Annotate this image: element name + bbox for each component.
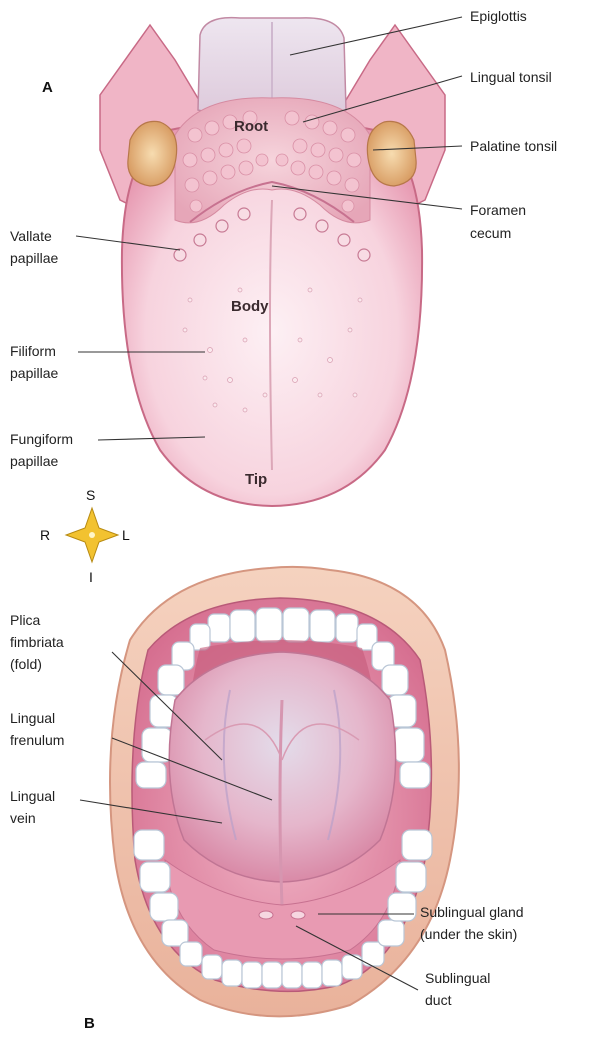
plica-fimbriata-label-line2: fimbriata [10, 634, 64, 650]
panel-label-b: B [84, 1015, 95, 1032]
lingual-vein-label-line2: vein [10, 810, 36, 826]
compass-right: R [40, 527, 50, 543]
vallate-papillae-label-line1: Vallate [10, 228, 52, 244]
root-label: Root [234, 118, 268, 135]
sublingual-gland-label-line1: Sublingual gland [420, 904, 524, 920]
orientation-compass [66, 508, 118, 562]
sublingual-duct-label-line1: Sublingual [425, 970, 490, 986]
panel-b-illustration [110, 567, 459, 1016]
plica-fimbriata-label-line3: (fold) [10, 656, 42, 672]
lingual-vein-label-line1: Lingual [10, 788, 55, 804]
palatine-tonsil-label: Palatine tonsil [470, 138, 557, 154]
panel-a-illustration [100, 18, 445, 506]
lingual-tonsil-label: Lingual tonsil [470, 69, 552, 85]
left-palatine-tonsil [128, 121, 177, 186]
compass-inferior: I [89, 569, 93, 585]
foramen-cecum-label-line2: cecum [470, 225, 511, 241]
tip-label: Tip [245, 471, 267, 488]
sublingual-gland-label-line2: (under the skin) [420, 926, 517, 942]
vallate-papillae-label-line2: papillae [10, 250, 58, 266]
sublingual-duct-label-line2: duct [425, 992, 452, 1008]
compass-left: L [122, 527, 130, 543]
panel-label-a: A [42, 79, 53, 96]
fungiform-papillae-label-line1: Fungiform [10, 431, 73, 447]
filiform-papillae-label-line1: Filiform [10, 343, 56, 359]
right-palatine-tonsil [367, 121, 416, 186]
foramen-cecum-label-line1: Foramen [470, 202, 526, 218]
body-label: Body [231, 298, 269, 315]
filiform-papillae-label-line2: papillae [10, 365, 58, 381]
lingual-frenulum-label-line1: Lingual [10, 710, 55, 726]
plica-fimbriata-label-line1: Plica [10, 612, 41, 628]
compass-superior: S [86, 487, 95, 503]
lingual-frenulum-label-line2: frenulum [10, 732, 64, 748]
tongue-underside [169, 652, 395, 882]
fungiform-papillae-label-line2: papillae [10, 453, 58, 469]
epiglottis-label: Epiglottis [470, 8, 527, 24]
